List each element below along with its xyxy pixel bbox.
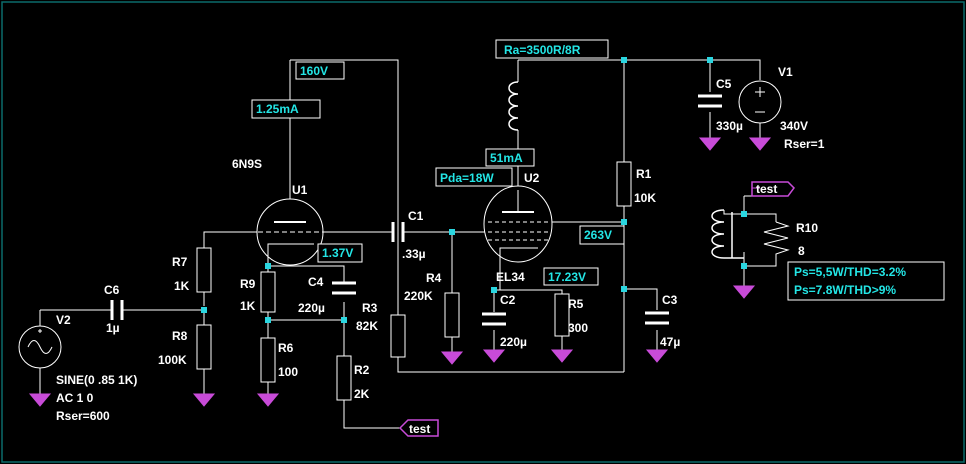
capacitor-c3[interactable]	[645, 311, 669, 325]
output-transformer-primary[interactable]	[508, 81, 519, 131]
ground-icon	[748, 137, 772, 151]
svg-text:test: test	[409, 422, 430, 436]
label-r2: R2	[354, 363, 370, 377]
value-c4: 220µ	[298, 301, 325, 315]
value-c5: 330µ	[716, 119, 743, 133]
label-c4: C4	[308, 275, 324, 289]
value-r7: 1K	[174, 279, 190, 293]
annotation-1-25ma: 1.25mA	[256, 102, 299, 116]
resistor-r9[interactable]	[260, 271, 276, 313]
tube-type-u2: EL34	[496, 270, 525, 284]
capacitor-c1[interactable]	[391, 222, 405, 242]
label-c5: C5	[716, 77, 732, 91]
resistor-r8[interactable]	[196, 324, 212, 370]
ground-icon	[645, 349, 669, 363]
capacitor-c6[interactable]	[110, 300, 124, 320]
value-r3: 82K	[356, 319, 378, 333]
annotation-ps-1: Ps=5,5W/THD=3.2%	[794, 265, 906, 279]
value-r10: 8	[798, 244, 805, 258]
value-r5: 300	[568, 321, 588, 335]
ground-icon	[698, 137, 722, 151]
resistor-r3[interactable]	[390, 314, 406, 358]
value-r8: 100K	[158, 353, 187, 367]
value-r2: 2K	[354, 387, 370, 401]
resistor-r4[interactable]	[444, 292, 460, 338]
ground-icon	[440, 351, 464, 365]
annotation-263v: 263V	[584, 228, 612, 242]
value-v2-ac: AC 1 0	[56, 391, 94, 405]
ground-icon	[482, 349, 506, 363]
annotation-ra: Ra=3500R/8R	[504, 43, 581, 57]
capacitor-c2[interactable]	[482, 312, 506, 326]
label-r9: R9	[240, 277, 256, 291]
value-c6: 1µ	[106, 321, 120, 335]
value-r9: 1K	[240, 299, 256, 313]
annotation-1-37v: 1.37V	[322, 246, 353, 260]
value-v2-rser: Rser=600	[56, 409, 110, 423]
label-c6: C6	[104, 283, 120, 297]
ground-icon	[550, 349, 574, 363]
net-flag-test-bottom[interactable]: test	[398, 419, 439, 437]
triode-u1[interactable]	[256, 198, 342, 266]
label-r4: R4	[426, 271, 442, 285]
annotation-51ma: 51mA	[490, 151, 523, 165]
label-v1: V1	[778, 65, 793, 79]
wires	[39, 59, 777, 429]
value-c3: 47µ	[660, 335, 680, 349]
label-r3: R3	[362, 301, 378, 315]
voltage-source-v1[interactable]	[738, 80, 782, 124]
value-v1-rser: Rser=1	[784, 137, 825, 151]
tube-type-u1: 6N9S	[232, 157, 262, 171]
label-r6: R6	[278, 341, 294, 355]
value-r4: 220K	[404, 289, 433, 303]
annotation-ps-2: Ps=7.8W/THD>9%	[794, 283, 896, 297]
ground-icon	[192, 393, 216, 407]
value-c2: 220µ	[500, 335, 527, 349]
label-c2: C2	[500, 293, 516, 307]
resistors	[196, 161, 790, 401]
pentode-u2[interactable]	[483, 185, 553, 263]
resistor-r10[interactable]	[763, 221, 790, 258]
label-r7: R7	[172, 255, 188, 269]
value-v2-sine: SINE(0 .85 1K)	[56, 373, 137, 387]
resistor-r2[interactable]	[336, 355, 352, 401]
label-c3: C3	[662, 293, 678, 307]
ground-icon	[28, 393, 52, 407]
node-dots	[201, 57, 747, 323]
label-r10: R10	[796, 221, 818, 235]
net-flag-test-right[interactable]: test	[751, 181, 795, 197]
label-v2: V2	[56, 313, 71, 327]
ground-symbols	[28, 137, 772, 407]
annotation-boxes: Ra=3500R/8R 160V 1.25mA 1.37V 51mA Pda=1…	[251, 39, 945, 301]
label-r8: R8	[172, 329, 188, 343]
sine-source-v2[interactable]	[18, 325, 62, 369]
output-transformer-secondary[interactable]	[711, 209, 744, 259]
resistor-r7[interactable]	[196, 247, 212, 293]
resistor-r5[interactable]	[554, 293, 570, 337]
value-c1: .33µ	[402, 247, 426, 261]
annotation-17-23v: 17.23V	[548, 270, 586, 284]
value-r1: 10K	[634, 191, 656, 205]
svg-text:test: test	[756, 182, 777, 196]
label-u1: U1	[292, 183, 308, 197]
resistor-r6[interactable]	[260, 337, 276, 383]
component-labels: V1 340V Rser=1 C5 330µ R1 10K R10 8 6N9S…	[56, 65, 825, 423]
ground-icon	[732, 285, 756, 299]
annotation-pda: Pda=18W	[440, 171, 494, 185]
capacitor-c5[interactable]	[698, 94, 722, 108]
capacitor-c4[interactable]	[332, 281, 356, 295]
resistor-r1[interactable]	[616, 161, 632, 207]
capacitors	[110, 94, 722, 326]
ground-icon	[256, 393, 280, 407]
label-u2: U2	[524, 171, 540, 185]
label-c1: C1	[408, 209, 424, 223]
label-r5: R5	[568, 297, 584, 311]
label-r1: R1	[636, 167, 652, 181]
value-v1: 340V	[780, 119, 808, 133]
value-r6: 100	[278, 365, 298, 379]
annotation-160v: 160V	[300, 64, 328, 78]
